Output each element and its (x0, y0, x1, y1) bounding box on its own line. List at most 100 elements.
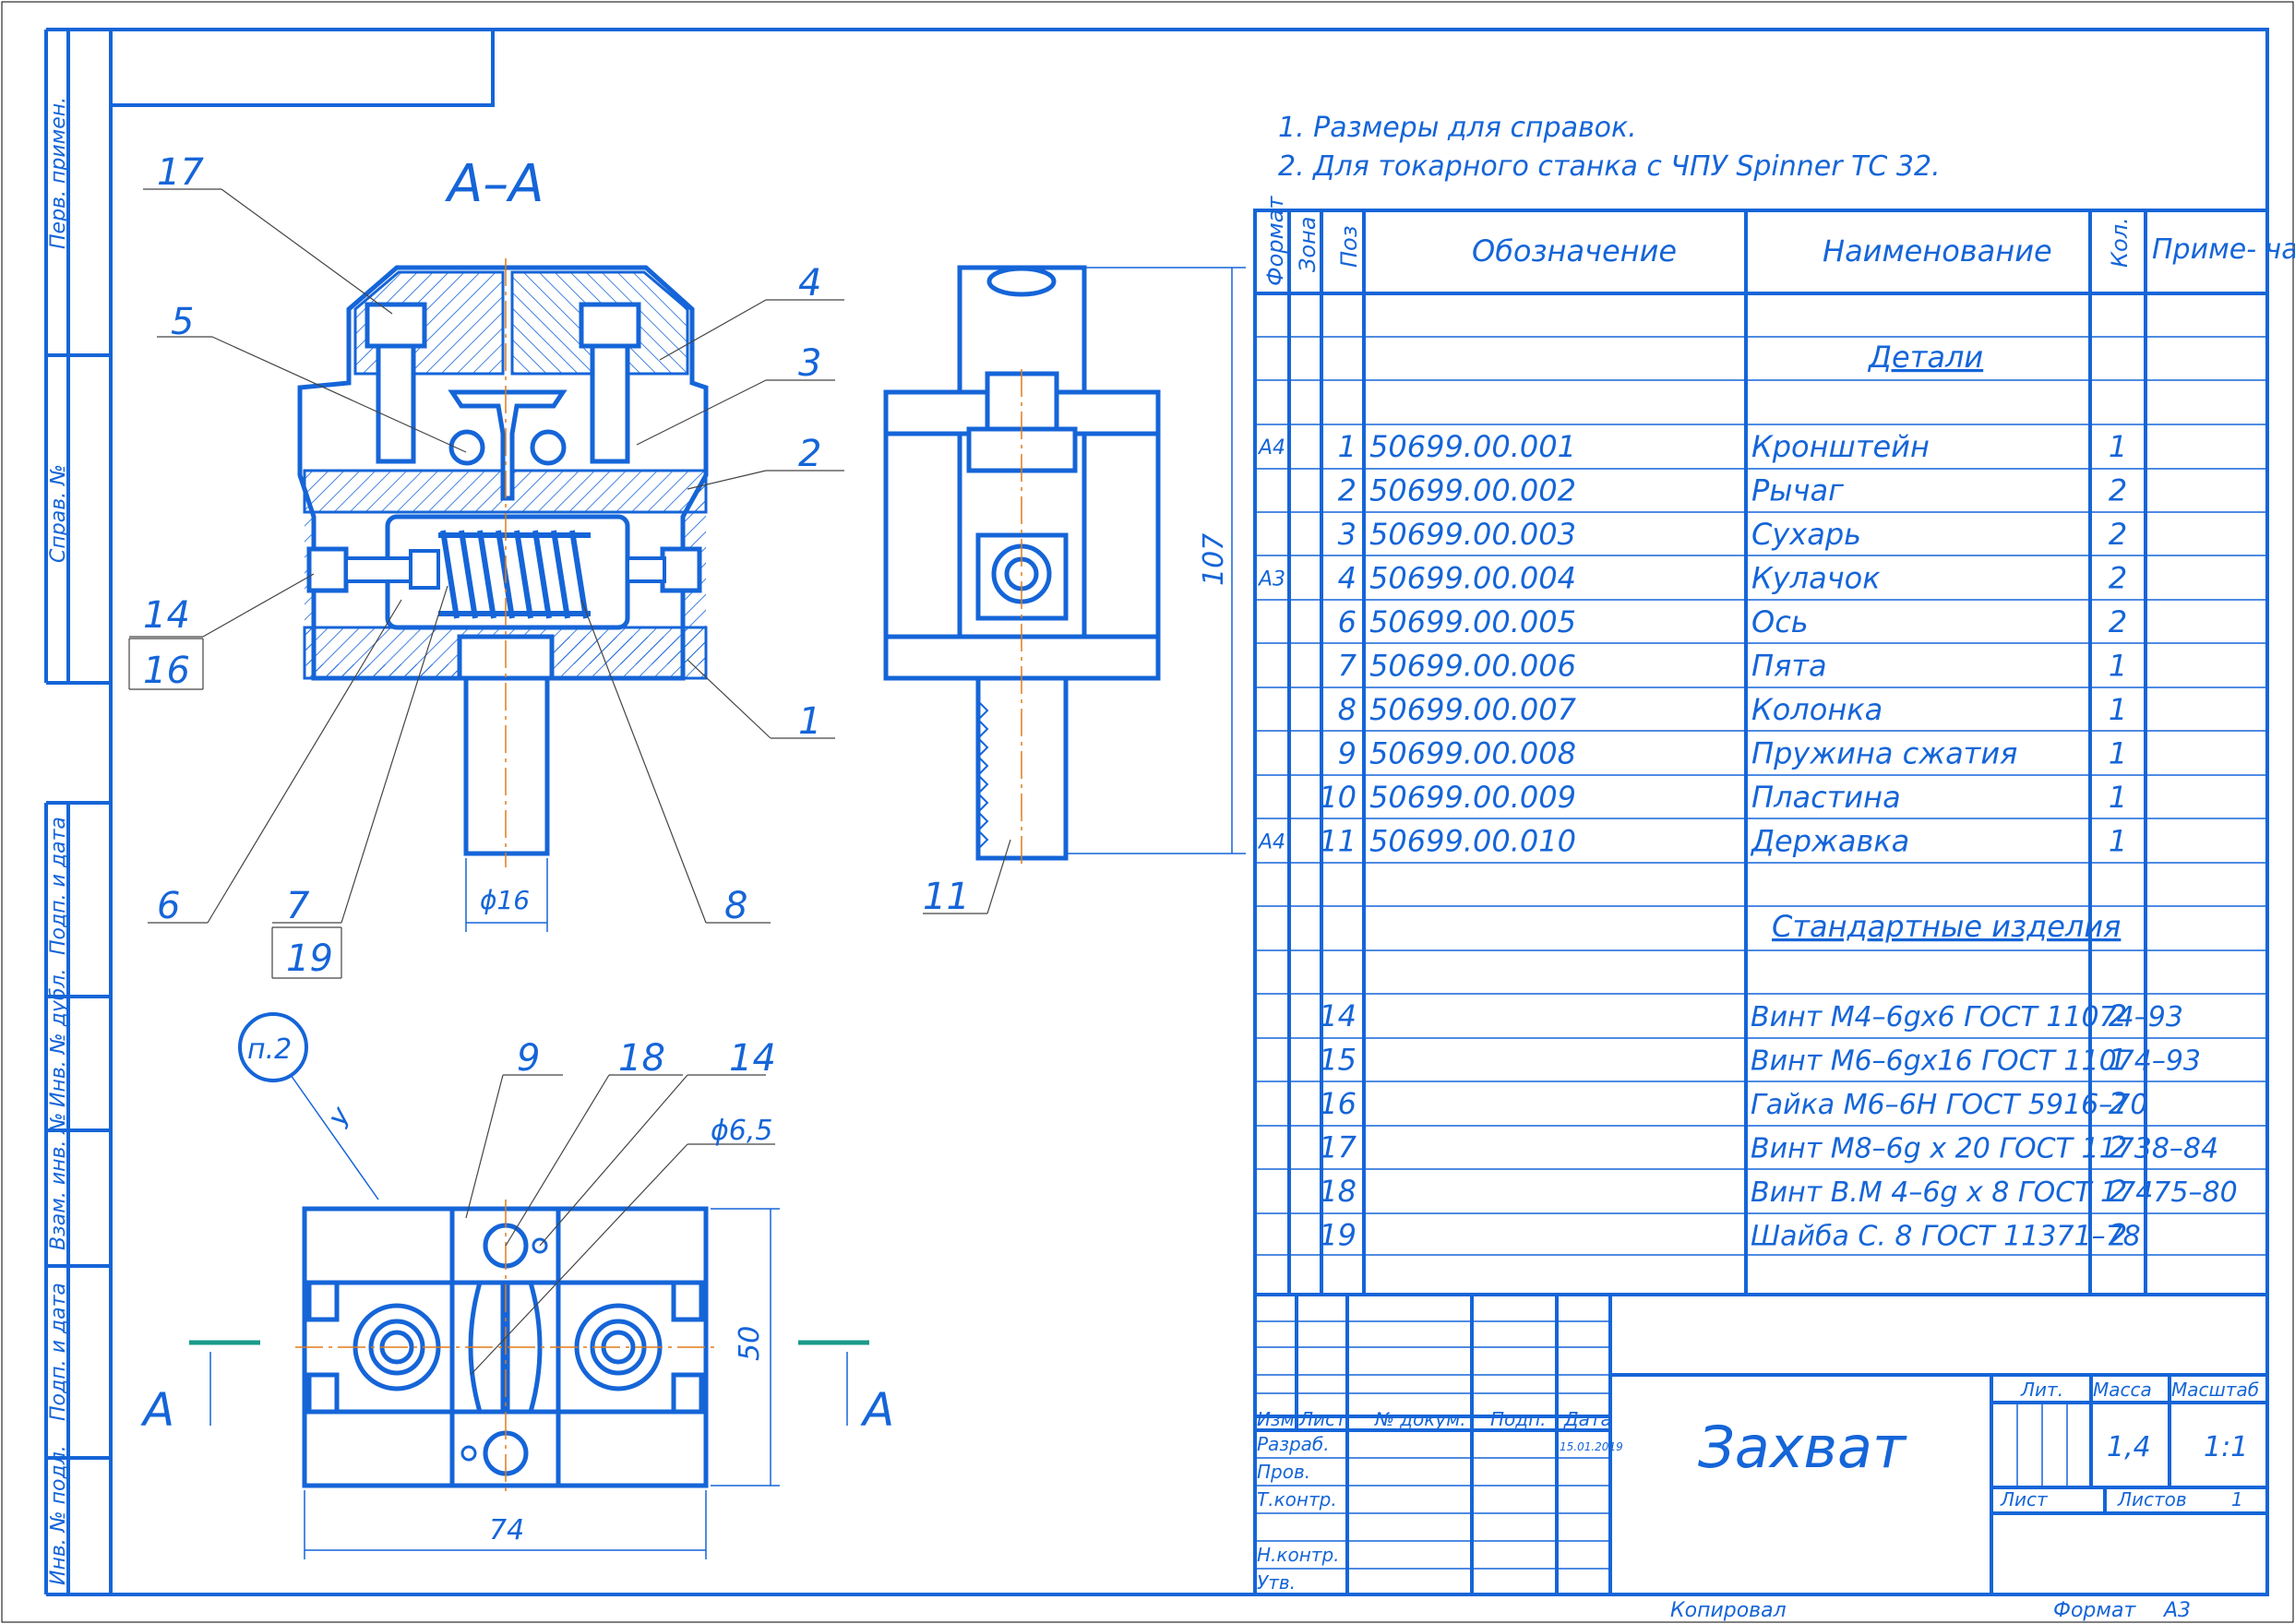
callout-11: 11 (923, 876, 970, 918)
row-qty: 1 (2109, 780, 2127, 815)
std-row-qty: 2 (2109, 998, 2127, 1033)
shank-serration (976, 700, 989, 850)
row-name: Пята (1751, 649, 1827, 684)
tb-date-value: 15.01.2019 (1560, 1440, 1623, 1453)
callout-2: 2 (798, 433, 821, 475)
row-designation: 50699.00.002 (1369, 473, 1576, 508)
tb-copied: Копировал (1670, 1599, 1787, 1622)
row-format: А3 (1257, 568, 1285, 591)
strip-inv-podl: Инв. № подл. (47, 1445, 70, 1585)
row-pos: 3 (1338, 517, 1357, 552)
plan-dims (304, 1208, 780, 1559)
tb-masshtab: Масштаб (2171, 1379, 2259, 1401)
tb-lit: Лит. (2020, 1379, 2063, 1401)
dim-50: 50 (734, 1326, 766, 1361)
hdr-format: Формат (1262, 196, 1288, 286)
row-qty: 2 (2109, 604, 2127, 639)
tb-utv: Утв. (1257, 1571, 1296, 1594)
dim-phi6-5: ϕ6,5 (711, 1115, 773, 1147)
hdr-pos: Поз (1336, 226, 1362, 269)
row-qty: 1 (2109, 824, 2127, 859)
callout-7: 7 (286, 885, 310, 927)
strip-sprav: Справ. № (47, 464, 70, 563)
row-name: Ось (1751, 604, 1809, 639)
tb-massa: Масса (2093, 1379, 2152, 1401)
callout-16: 16 (143, 650, 190, 692)
strip-podp1: Подп. и дата (47, 817, 70, 955)
section-standard: Стандартные изделия (1772, 909, 2121, 944)
hdr-name: Наименование (1823, 233, 2052, 269)
p2-bubble (238, 1012, 308, 1082)
row-designation: 50699.00.009 (1369, 780, 1576, 815)
section-label: А–А (445, 154, 544, 214)
std-row-qty: 2 (2109, 1218, 2127, 1253)
tb-format: Формат (2053, 1599, 2136, 1622)
tb-prov: Пров. (1257, 1461, 1310, 1483)
std-row-name: Винт В.М 4–6g x 8 ГОСТ 17475–80 (1751, 1176, 2238, 1209)
row-pos: 10 (1319, 780, 1357, 815)
callout-18: 18 (618, 1037, 665, 1080)
plan-callouts (465, 1074, 775, 1376)
hdr-qty: Кол. (2107, 217, 2133, 268)
row-designation: 50699.00.005 (1369, 604, 1576, 639)
row-name: Сухарь (1751, 517, 1861, 552)
section-details: Детали (1867, 340, 1983, 375)
title-block-grid (1253, 1293, 2269, 1596)
row-qty: 1 (2109, 736, 2127, 771)
callout-6: 6 (157, 885, 180, 927)
hdr-note: Приме- чание (2152, 233, 2295, 266)
dim-107-label: 107 (1198, 533, 1230, 586)
note-1: 1. Размеры для справок. (1278, 112, 1637, 144)
callout-19: 19 (286, 937, 333, 980)
view-mark-a-left: А (140, 1383, 174, 1437)
row-name: Державка (1750, 824, 1909, 859)
std-row-qty: 2 (2109, 1174, 2127, 1209)
view-mark-a-right: А (860, 1383, 894, 1437)
tb-data: Дата (1563, 1408, 1612, 1430)
row-designation: 50699.00.003 (1369, 517, 1576, 552)
std-row-pos: 16 (1319, 1086, 1357, 1121)
tb-izm: Изм. (1257, 1408, 1300, 1430)
row-designation: 50699.00.004 (1369, 561, 1576, 596)
std-row-pos: 14 (1319, 998, 1357, 1033)
hdr-designation: Обозначение (1472, 233, 1677, 269)
row-qty: 2 (2109, 473, 2127, 508)
tb-sheet: Лист (2000, 1488, 2049, 1511)
row-pos: 11 (1319, 824, 1357, 859)
tb-list: Лист (1298, 1408, 1347, 1430)
row-qty: 2 (2109, 561, 2127, 596)
callout-14b: 14 (729, 1037, 776, 1080)
row-pos: 7 (1338, 649, 1357, 684)
tb-tkontr: Т.контр. (1257, 1488, 1337, 1511)
tb-scale-value: 1:1 (2204, 1431, 2248, 1463)
spec-table-rows (1255, 336, 2267, 1256)
tb-sheets-value: 1 (2231, 1488, 2243, 1511)
std-row-pos: 15 (1319, 1043, 1357, 1078)
dim-74: 74 (489, 1514, 524, 1546)
std-row-qty: 2 (2109, 1130, 2127, 1165)
dim-107 (1066, 267, 1246, 854)
row-qty: 1 (2109, 649, 2127, 684)
std-row-qty: 1 (2109, 1043, 2127, 1078)
section-view: А–А (297, 154, 709, 932)
section-callouts (128, 188, 844, 979)
title-block-labels: Изм. Лист № докум. Подп. Дата Разраб. 15… (1257, 1379, 2259, 1594)
tb-razrab: Разраб. (1257, 1433, 1330, 1455)
callout-8: 8 (724, 885, 747, 927)
row-qty: 2 (2109, 517, 2127, 552)
std-row-name: Винт М8–6g x 20 ГОСТ 11738–84 (1751, 1133, 2218, 1165)
std-row-pos: 18 (1319, 1174, 1357, 1209)
row-name: Пружина сжатия (1751, 736, 2017, 771)
row-name: Рычаг (1751, 473, 1844, 508)
tb-doc: № докум. (1374, 1408, 1466, 1430)
row-name: Пластина (1751, 780, 1901, 815)
row-pos: 9 (1338, 736, 1357, 771)
row-pos: 6 (1338, 604, 1357, 639)
strip-perv: Перв. примен. (47, 97, 70, 249)
row-name: Кронштейн (1751, 429, 1930, 464)
strip-podp2: Подп. и дата (47, 1283, 70, 1421)
callout-5: 5 (171, 301, 194, 343)
